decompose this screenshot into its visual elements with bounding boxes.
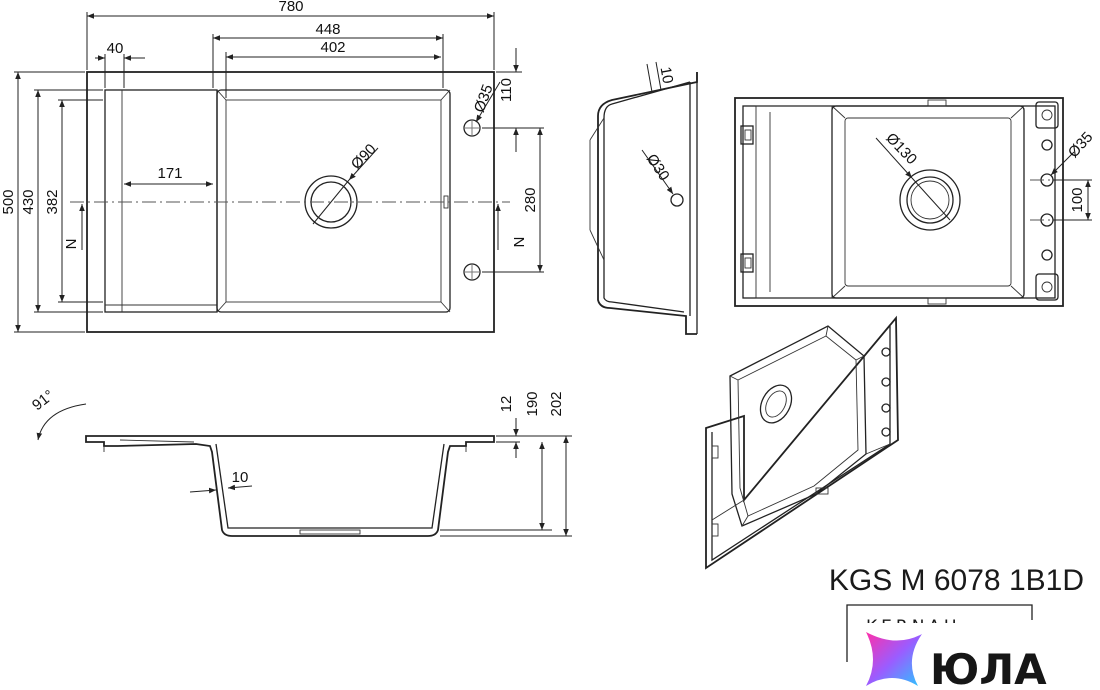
- dim-total-height: 202: [548, 391, 565, 416]
- dim-hole-spacing: 280: [522, 187, 539, 212]
- model-number: KGS M 6078 1B1D: [829, 564, 1084, 597]
- dim-angle: 91°: [29, 387, 57, 414]
- cut-template: 100 Ø35 Ø130: [734, 97, 1096, 307]
- dim-side-hole: Ø30: [643, 151, 673, 184]
- isometric-view: [705, 315, 899, 570]
- dim-bowl-depth: 382: [44, 189, 61, 214]
- dim-tap-hole-diameter: Ø35: [471, 82, 497, 114]
- dim-drainer-width: 171: [157, 165, 182, 182]
- dim-rim: 12: [498, 396, 515, 413]
- axis-marker-right: N: [510, 237, 527, 248]
- dim-inner-depth: 430: [20, 189, 37, 214]
- front-section: 91° 12 190 202 10: [29, 387, 572, 537]
- dim-template-drain: Ø130: [882, 130, 920, 168]
- dim-bowl-area-width: 448: [315, 21, 340, 38]
- retailer-logo-icon: [866, 632, 922, 686]
- dim-edge-offset: 40: [107, 40, 124, 57]
- dim-overall-width: 780: [278, 0, 303, 15]
- title-block: KGS M 6078 1B1D KERNAU ЮЛА: [829, 564, 1084, 690]
- dim-drain-diameter: Ø90: [348, 141, 380, 173]
- axis-marker-left: N: [63, 239, 80, 250]
- dim-side-wall: 10: [657, 66, 677, 85]
- template-drain: [899, 169, 961, 231]
- dim-front-wall: 10: [232, 469, 249, 486]
- dim-bowl-height: 190: [524, 391, 541, 416]
- dim-bowl-width: 402: [320, 39, 345, 56]
- side-section: Ø30 10: [589, 61, 698, 335]
- dim-tap-offset: 110: [498, 78, 515, 102]
- top-view: 780 448 402 40 171 500 430 382 N N: [0, 0, 544, 333]
- dim-overall-depth: 500: [0, 189, 17, 214]
- iso-drain: [759, 384, 793, 424]
- retailer-logo: ЮЛА: [930, 645, 1047, 690]
- dim-template-spacing: 100: [1069, 187, 1086, 212]
